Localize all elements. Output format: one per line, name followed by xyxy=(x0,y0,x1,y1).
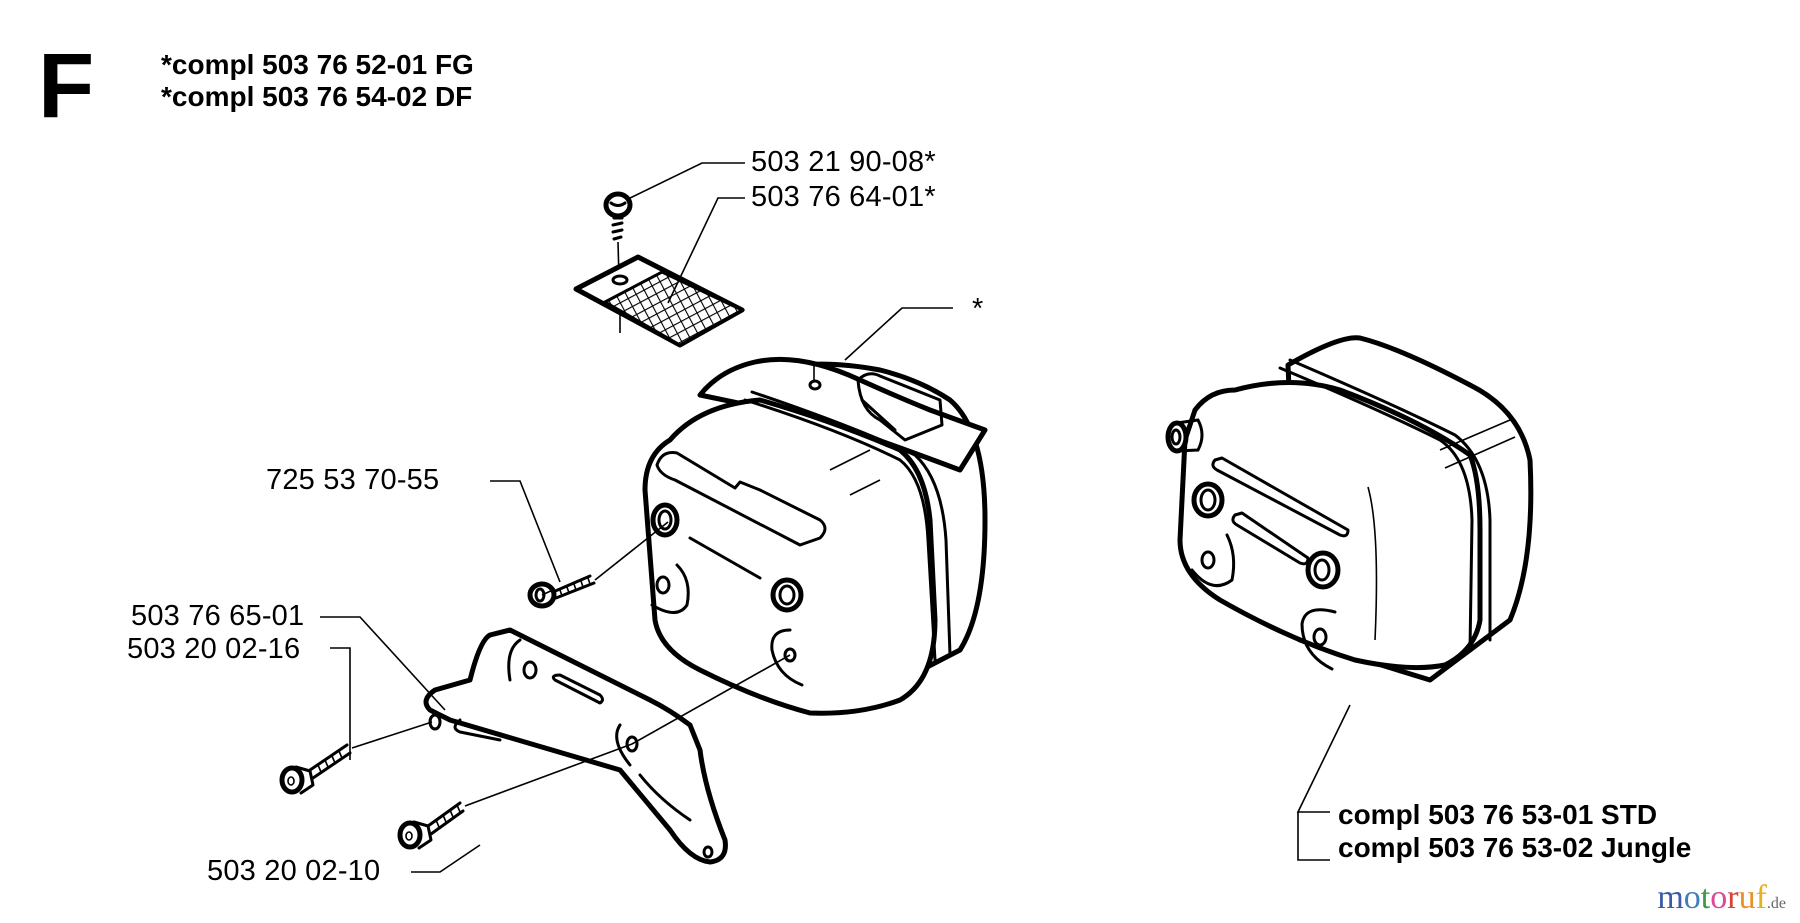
logo-letter: f xyxy=(1755,879,1767,916)
flange-bolt-icon xyxy=(397,801,465,850)
leader-lines xyxy=(320,162,1351,873)
part-label-bracket[interactable]: 503 76 65-01 xyxy=(131,600,305,632)
part-label-bolt-upper[interactable]: 503 20 02-16 xyxy=(127,633,301,665)
part-label-screen[interactable]: 503 76 64-01* xyxy=(751,181,936,213)
logo-tld: .de xyxy=(1766,895,1786,912)
header-complete-assembly-fg: *compl 503 76 52-01 FG xyxy=(161,49,474,80)
part-label-muffler-body[interactable]: * xyxy=(972,293,984,325)
logo-letter: o xyxy=(1683,879,1701,916)
section-letter: F xyxy=(38,35,95,137)
part-label-screw[interactable]: 503 21 90-08* xyxy=(751,146,936,178)
screw-icon xyxy=(603,191,633,279)
screen-plate-icon xyxy=(573,254,746,348)
logo-letter: r xyxy=(1727,879,1739,916)
logo-letter: u xyxy=(1738,879,1756,916)
complete-assembly-std[interactable]: compl 503 76 53-01 STD xyxy=(1338,799,1658,830)
flange-bolt-icon xyxy=(279,743,352,795)
complete-muffler-icon xyxy=(1165,335,1534,683)
header-complete-assembly-df: *compl 503 76 54-02 DF xyxy=(161,81,473,112)
logo-letter: t xyxy=(1700,879,1711,916)
logo-letter: o xyxy=(1710,879,1728,916)
socket-bolt-icon xyxy=(527,574,596,609)
logo-letter: m xyxy=(1657,879,1684,916)
motoruf-logo: motoruf.de xyxy=(1657,881,1786,915)
part-label-socket-bolt[interactable]: 725 53 70-55 xyxy=(266,464,440,496)
muffler-bracket-icon xyxy=(423,627,728,865)
complete-assembly-jungle[interactable]: compl 503 76 53-02 Jungle xyxy=(1338,832,1692,863)
muffler-body-icon xyxy=(642,356,988,716)
part-label-bolt-lower[interactable]: 503 20 02-10 xyxy=(207,855,381,887)
